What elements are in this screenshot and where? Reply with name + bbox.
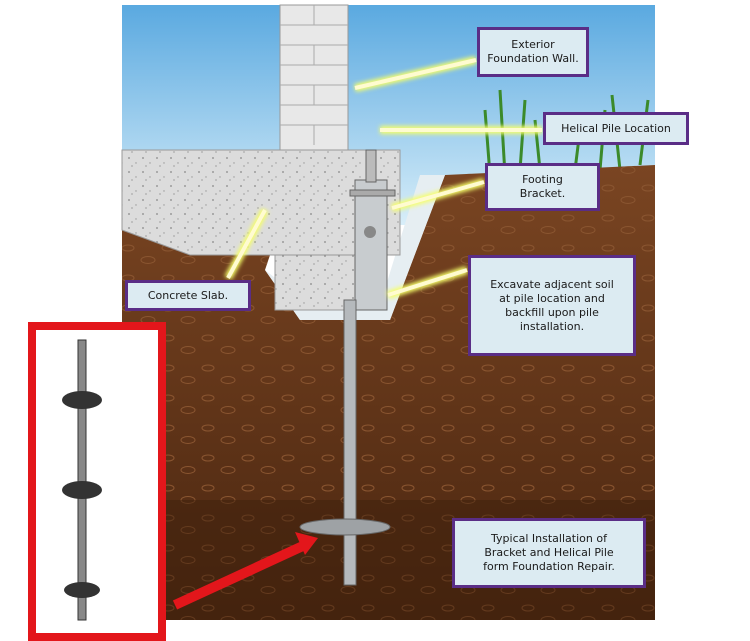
label-excavate-soil: Excavate adjacent soil at pile location … [468,255,636,356]
helical-pile-closeup [28,322,166,641]
label-footing-bracket: Footing Bracket. [485,163,600,211]
label-exterior-foundation-wall: Exterior Foundation Wall. [477,27,589,77]
helical-pile [299,149,396,586]
label-text: Exterior Foundation Wall. [487,38,579,65]
label-helical-pile-location: Helical Pile Location [543,112,689,145]
arrows [224,56,542,299]
red-pointer-arrow [172,532,318,610]
foundation-wall [279,4,349,154]
label-text: Footing Bracket. [519,173,566,200]
label-text: Excavate adjacent soil at pile location … [490,277,614,333]
label-text: Helical Pile Location [561,121,671,135]
label-text: Typical Installation of Bracket and Heli… [483,532,615,573]
label-concrete-slab: Concrete Slab. [125,280,251,311]
label-text: Concrete Slab. [147,288,229,302]
label-typical-installation: Typical Installation of Bracket and Heli… [452,518,646,588]
